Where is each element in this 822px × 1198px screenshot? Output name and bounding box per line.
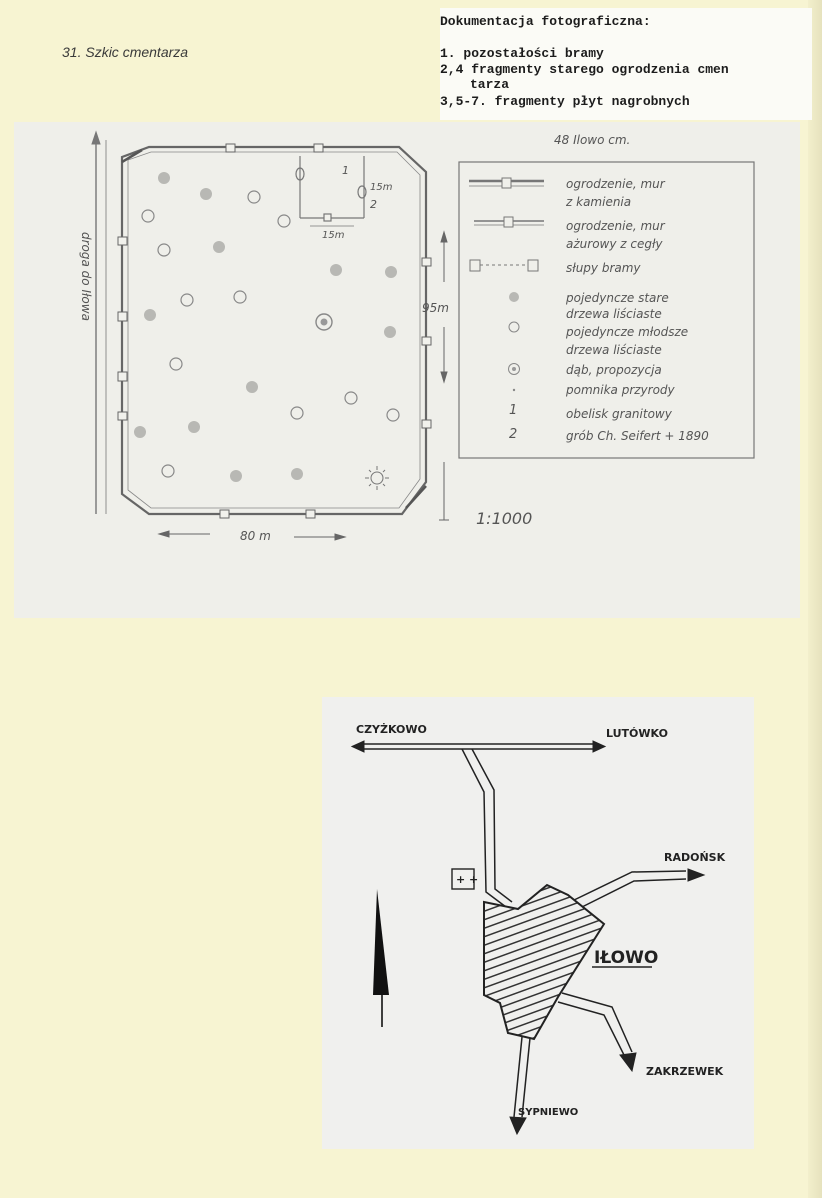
dim-15m-vertical: 15m [370, 182, 393, 193]
cemetery-sketch: 48 Ilowo cm. droga do Iłowa [79, 130, 755, 543]
legend-num-2: 2 [509, 427, 517, 442]
page-right-edge [808, 0, 822, 1198]
sun-icon [365, 466, 389, 490]
road [91, 130, 107, 514]
dim-80m: 80 m [240, 529, 271, 543]
place-ilowo: IŁOWO [594, 948, 658, 968]
photo-documentation-note: Dokumentacja fotograficzna: 1. pozostało… [440, 8, 812, 120]
marker-2: 2 [370, 198, 377, 211]
road-zakrzewek [557, 992, 637, 1073]
gate-posts [117, 143, 432, 519]
figure-caption: 31. Szkic cmentarza [62, 44, 189, 60]
location-map-photo: CZYŻKOWO LUTÓWKO RADOŃSK IŁOWO + + [322, 697, 754, 1149]
dim-15m-horizontal: 15m [322, 230, 345, 241]
oak-tree-icon [315, 313, 333, 331]
cemetery-sketch-photo: 48 Ilowo cm. droga do Iłowa [14, 122, 800, 618]
legend-8-line1: grób Ch. Seifert + 1890 [566, 429, 709, 443]
village-area [483, 883, 606, 1041]
documentation-item-2: 2,4 fragmenty starego ogrodzenia cmen [440, 62, 729, 77]
road-label: droga do Iłowa [79, 232, 93, 321]
documentation-item-2-cont: tarza [470, 77, 510, 92]
young-trees [141, 190, 400, 478]
marker-1: 1 [342, 164, 349, 177]
legend-num-1: 1 [509, 403, 517, 418]
place-zakrzewek: ZAKRZEWEK [646, 1065, 724, 1078]
legend-6-line1: dąb, propozycja [566, 363, 662, 377]
dim-95m-arrow [439, 230, 449, 521]
legend-7-line1: obelisk granitowy [566, 407, 673, 421]
faint-note: 48 Ilowo cm. [554, 133, 630, 147]
documentation-heading: Dokumentacja fotograficzna: [440, 14, 651, 29]
place-czyzkowo: CZYŻKOWO [356, 722, 427, 736]
cemetery-fence [120, 145, 428, 516]
scale-label: 1:1000 [476, 509, 532, 528]
legend-2-line2: ażurowy z cegły [566, 237, 663, 251]
legend-4-line2: drzewa liściaste [566, 307, 662, 321]
road-radonsk [569, 868, 706, 910]
legend-3-line1: słupy bramy [566, 261, 641, 275]
dim-80m-arrow [157, 530, 347, 541]
cemetery-symbol: + + [451, 868, 478, 890]
legend-5-line1: pojedyncze młodsze [565, 325, 688, 339]
location-map: CZYŻKOWO LUTÓWKO RADOŃSK IŁOWO + + [350, 722, 726, 1136]
old-trees [134, 172, 397, 482]
legend-6-line2: pomnika przyrody [565, 383, 676, 397]
legend-1-line2: z kamienia [565, 195, 631, 209]
documentation-item-1: 1. pozostałości bramy [440, 46, 604, 61]
grave-enclosure [295, 156, 367, 227]
legend: 1 2 ogrodzenie, mur z kamienia ogrodzeni… [458, 161, 755, 459]
svg-text:+ +: + + [456, 873, 478, 886]
documentation-item-3: 3,5-7. fragmenty płyt nagrobnych [440, 94, 690, 109]
legend-1-line1: ogrodzenie, mur [566, 177, 666, 191]
legend-5-line2: drzewa liściaste [566, 343, 662, 357]
road-sypniewo [509, 1036, 531, 1136]
legend-2-line1: ogrodzenie, mur [566, 219, 666, 233]
dim-95m: 95m [422, 301, 449, 315]
place-lutowko: LUTÓWKO [606, 727, 668, 740]
north-arrow-icon [373, 889, 389, 1027]
place-sypniewo: SYPNIEWO [518, 1107, 578, 1118]
place-radonsk: RADOŃSK [664, 851, 726, 864]
legend-4-line1: pojedyncze stare [565, 291, 669, 305]
road-czyzkowo-lutowko [350, 740, 607, 753]
